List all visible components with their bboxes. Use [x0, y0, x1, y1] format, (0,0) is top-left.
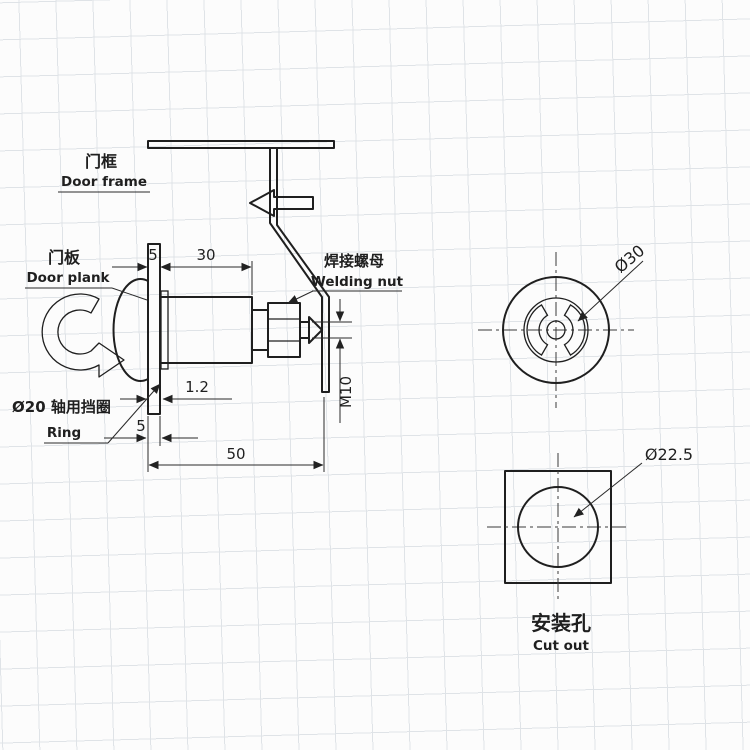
callout-labels: 门框 Door frame 门板 Door plank 焊接螺母 Welding… — [12, 152, 404, 444]
frame-top-flange — [147, 140, 335, 149]
leader-line — [107, 383, 161, 444]
door-plank-label-en: Door plank — [26, 270, 110, 286]
bolt-shaft — [299, 321, 310, 339]
leader-line — [573, 462, 643, 518]
retaining-ring — [160, 290, 169, 370]
door-plank-label-zh: 门板 — [48, 248, 81, 267]
dim-plank-width: 5 — [148, 246, 158, 264]
lock-assembly — [112, 243, 323, 415]
door-plank-plate — [147, 243, 161, 415]
bolt-tip — [308, 316, 323, 344]
leader-line — [287, 290, 314, 304]
welding-nut-label-en: Welding nut — [311, 274, 404, 290]
center-hole — [546, 320, 566, 340]
leader-line — [577, 260, 644, 322]
cutout-label-en: Cut out — [533, 638, 590, 654]
welding-nut-label-zh: 焊接螺母 — [324, 252, 384, 270]
dimension-annotations: 5 30 1.2 5 50 M10 — [104, 246, 355, 472]
body-step — [251, 309, 269, 351]
cutout-label-zh: 安装孔 — [531, 611, 591, 635]
ring-label-en: Ring — [47, 425, 81, 441]
frame-web-outer — [269, 147, 330, 393]
dim-thread: M10 — [337, 376, 355, 408]
ring-label-zh: Ø20 轴用挡圈 — [12, 398, 111, 416]
cutout-circle — [517, 486, 599, 568]
leader-line — [111, 287, 148, 301]
front-view: Ø30 — [478, 241, 648, 408]
cam-head-ellipse — [112, 278, 149, 382]
dim-overall-length: 50 — [226, 445, 245, 463]
lock-body — [159, 296, 253, 364]
door-frame-bracket — [147, 140, 335, 393]
rotation-arrow-icon — [41, 293, 125, 378]
cutout-view: Ø22.5 安装孔 Cut out — [487, 445, 693, 654]
cam-slot-left — [526, 304, 549, 356]
dim-ring-offset: 5 — [136, 417, 146, 435]
door-frame-label-zh: 门框 — [85, 152, 117, 171]
dim-plank-thickness: 1.2 — [185, 378, 209, 396]
welding-nut-body — [267, 302, 301, 358]
door-frame-label-en: Door frame — [61, 174, 147, 190]
head-inner-circle — [523, 297, 589, 363]
head-outer-circle — [502, 276, 610, 384]
dim-head-diameter: Ø30 — [611, 241, 648, 277]
side-view: 5 30 1.2 5 50 M10 — [12, 140, 404, 472]
direction-arrow-icon — [249, 189, 314, 217]
dim-body-length: 30 — [196, 246, 215, 264]
dim-cutout-diameter: Ø22.5 — [645, 445, 693, 464]
